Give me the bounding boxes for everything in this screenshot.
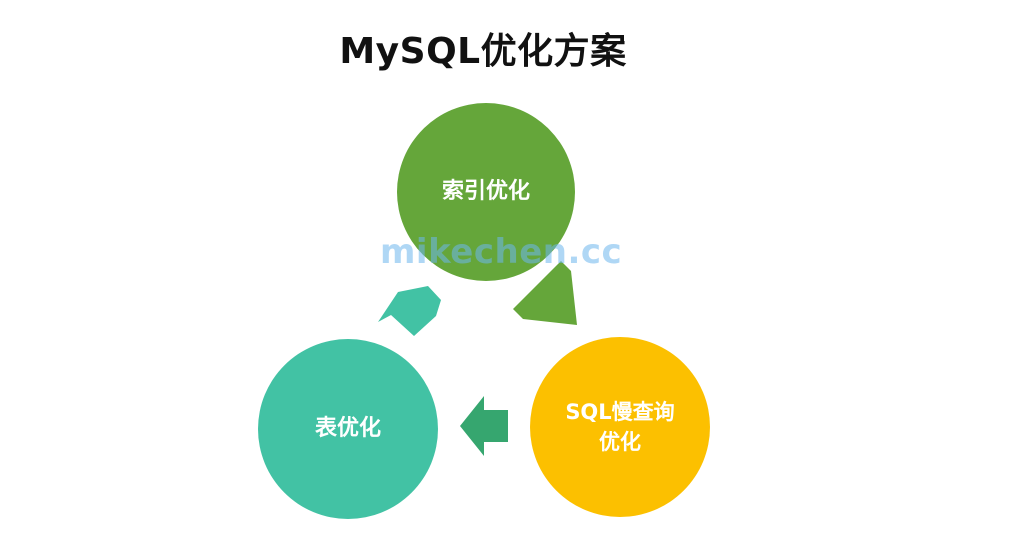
node-table-optimization: 表优化 <box>258 339 438 519</box>
arrow-table-to-index <box>378 286 441 336</box>
node-index-optimization: 索引优化 <box>397 103 575 281</box>
diagram-title: MySQL优化方案 <box>339 31 627 72</box>
node-slow-query-label-line1: SQL慢查询 <box>565 399 675 424</box>
arrow-slow-query-to-table <box>460 396 508 456</box>
node-slow-query-optimization: SQL慢查询 优化 <box>530 337 710 517</box>
node-table-label: 表优化 <box>314 416 381 442</box>
watermark: mikechen.cc <box>380 232 623 272</box>
node-slow-query-label-line2: 优化 <box>599 430 641 454</box>
node-index-label: 索引优化 <box>441 179 530 205</box>
